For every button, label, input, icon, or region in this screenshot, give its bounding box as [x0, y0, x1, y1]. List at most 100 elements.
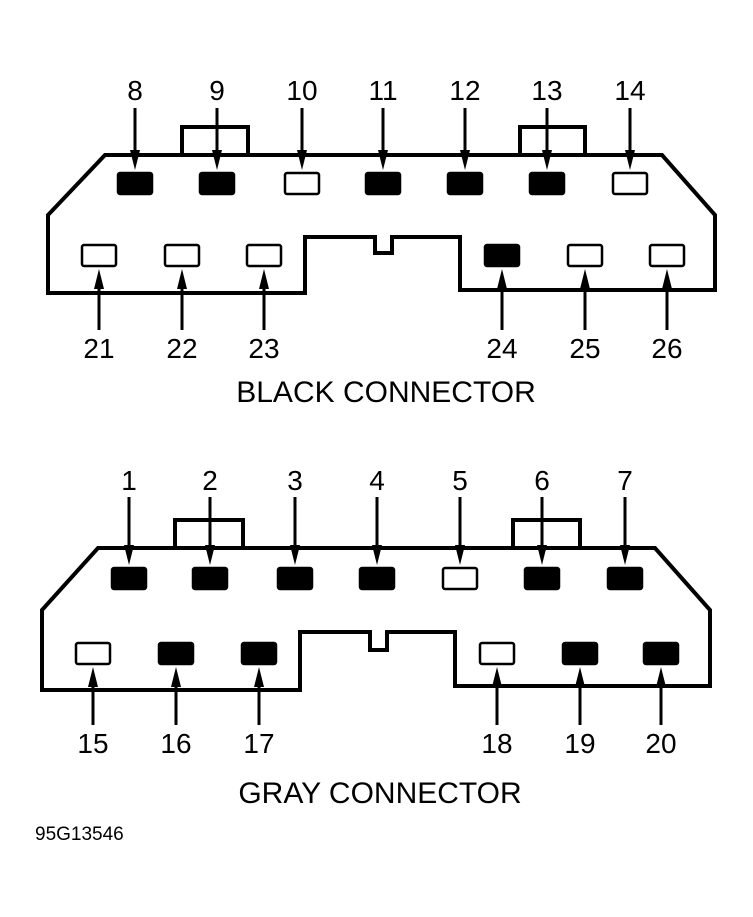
pin-10-cavity [283, 171, 321, 196]
pin-21-arrowhead [94, 269, 104, 289]
pin-24-label: 24 [486, 333, 517, 364]
pin-22-arrowhead [177, 269, 187, 289]
pin-9-cavity [198, 171, 236, 196]
pin-12-cavity [446, 171, 484, 196]
pin-12-arrowhead [460, 150, 470, 170]
pin-12: 12 [446, 75, 484, 196]
pin-6-label: 6 [534, 465, 550, 496]
pin-25-cavity [566, 243, 604, 268]
gray-connector-title: GRAY CONNECTOR [238, 777, 521, 810]
pin-11-cavity [364, 171, 402, 196]
pin-7-cavity [606, 566, 644, 591]
pin-14-arrowhead [625, 150, 635, 170]
pin-20-arrowhead [656, 667, 666, 687]
pin-26-arrowhead [662, 269, 672, 289]
pin-15-arrowhead [88, 667, 98, 687]
pin-7-arrowhead [620, 545, 630, 565]
pin-15: 15 [74, 641, 112, 759]
pin-14-cavity [611, 171, 649, 196]
pin-22-cavity [163, 243, 201, 268]
pin-9: 9 [198, 75, 236, 196]
pin-21: 21 [80, 243, 118, 364]
pin-26-cavity [648, 243, 686, 268]
gray-connector: GRAY CONNECTOR 1 2 3 4 5 6 7 15 16 17 18 19 20 [40, 465, 712, 810]
pin-11-arrowhead [378, 150, 388, 170]
pin-5-cavity [441, 566, 479, 591]
pin-5-label: 5 [452, 465, 468, 496]
pin-10: 10 [283, 75, 321, 196]
pin-18-arrowhead [492, 667, 502, 687]
pin-17-arrowhead [254, 667, 264, 687]
pin-3: 3 [276, 465, 314, 591]
pin-4-cavity [358, 566, 396, 591]
pin-25-arrowhead [580, 269, 590, 289]
pin-23-cavity [245, 243, 283, 268]
pin-2-label: 2 [202, 465, 218, 496]
pin-20-label: 20 [645, 728, 676, 759]
pin-9-arrowhead [212, 150, 222, 170]
pin-24-cavity [483, 243, 521, 268]
pin-8-cavity [116, 171, 154, 196]
pin-19: 19 [561, 641, 599, 759]
pin-5-arrowhead [455, 545, 465, 565]
pin-4-label: 4 [369, 465, 385, 496]
pin-20-cavity [642, 641, 680, 666]
pin-6-arrowhead [537, 545, 547, 565]
pin-22: 22 [163, 243, 201, 364]
pin-23: 23 [245, 243, 283, 364]
pin-24: 24 [483, 243, 521, 364]
pin-20: 20 [642, 641, 680, 759]
pin-13-label: 13 [531, 75, 562, 106]
pin-2-cavity [191, 566, 229, 591]
pin-16-arrowhead [171, 667, 181, 687]
pin-10-arrowhead [297, 150, 307, 170]
gray-connector-outline [40, 546, 712, 692]
pin-1-label: 1 [121, 465, 137, 496]
pin-16-label: 16 [160, 728, 191, 759]
pin-6-cavity [523, 566, 561, 591]
pin-19-cavity [561, 641, 599, 666]
pin-26: 26 [648, 243, 686, 364]
pin-10-label: 10 [286, 75, 317, 106]
pin-14-label: 14 [614, 75, 645, 106]
pin-18-label: 18 [481, 728, 512, 759]
pin-21-cavity [80, 243, 118, 268]
pin-6: 6 [523, 465, 561, 591]
black-connector-outline [46, 153, 717, 295]
pin-8: 8 [116, 75, 154, 196]
pin-17: 17 [240, 641, 278, 759]
pin-4: 4 [358, 465, 396, 591]
pin-11-label: 11 [368, 75, 397, 106]
pin-1-arrowhead [124, 545, 134, 565]
pin-21-label: 21 [83, 333, 114, 364]
pin-19-arrowhead [575, 667, 585, 687]
black-connector-key-right [518, 125, 587, 155]
pin-2-arrowhead [205, 545, 215, 565]
pin-9-label: 9 [209, 75, 225, 106]
pin-8-arrowhead [130, 150, 140, 170]
pin-1-cavity [110, 566, 148, 591]
pin-18-cavity [478, 641, 516, 666]
pin-25: 25 [566, 243, 604, 364]
figure-code: 95G13546 [35, 824, 124, 845]
pin-19-label: 19 [564, 728, 595, 759]
pin-15-label: 15 [77, 728, 108, 759]
pin-1: 1 [110, 465, 148, 591]
pin-23-label: 23 [248, 333, 279, 364]
black-connector-key-left [180, 125, 250, 155]
pin-11: 11 [364, 75, 402, 196]
pin-16: 16 [157, 641, 195, 759]
pin-3-arrowhead [290, 545, 300, 565]
pin-3-label: 3 [287, 465, 303, 496]
pin-26-label: 26 [651, 333, 682, 364]
pin-7: 7 [606, 465, 644, 591]
pin-4-arrowhead [372, 545, 382, 565]
pin-22-label: 22 [166, 333, 197, 364]
pin-25-label: 25 [569, 333, 600, 364]
pin-7-label: 7 [617, 465, 633, 496]
pin-18: 18 [478, 641, 516, 759]
pin-13-cavity [528, 171, 566, 196]
pin-24-arrowhead [497, 269, 507, 289]
pin-3-cavity [276, 566, 314, 591]
